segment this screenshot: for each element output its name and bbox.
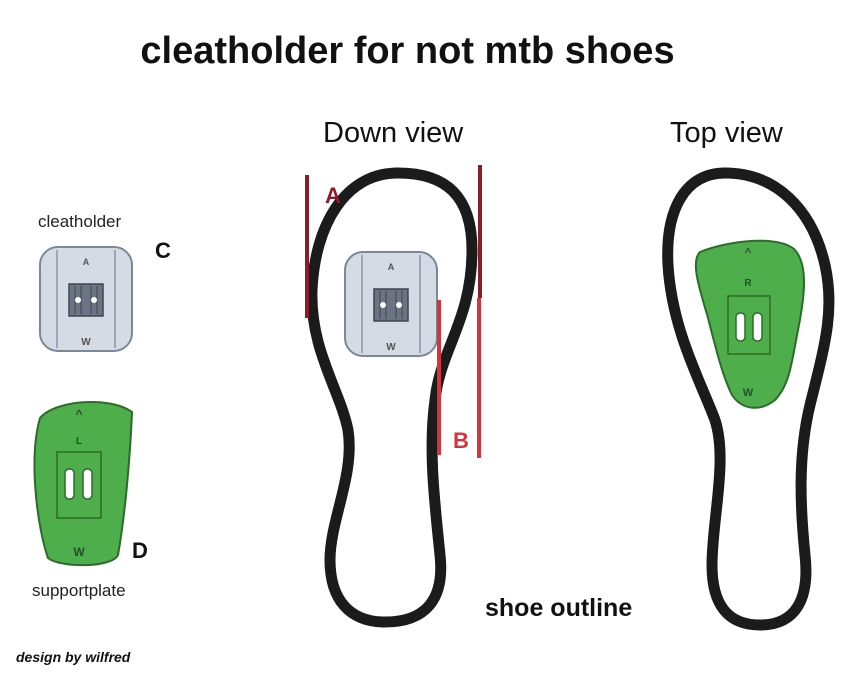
svg-text:W: W <box>73 545 85 559</box>
top-view-label: Top view <box>670 117 783 149</box>
cleatholder-part: A W <box>39 246 133 352</box>
svg-text:R: R <box>744 278 752 289</box>
diagram-title: cleatholder for not mtb shoes <box>140 30 675 72</box>
svg-text:L: L <box>76 436 82 447</box>
down-view-label: Down view <box>323 117 464 149</box>
down-view-cleatholder: A W <box>344 251 438 357</box>
svg-text:^: ^ <box>745 247 752 259</box>
supportplate-part: ^ L W <box>33 401 134 567</box>
svg-text:^: ^ <box>75 407 82 421</box>
svg-text:A: A <box>83 257 90 267</box>
down-view-shoe-outline <box>306 167 478 628</box>
dimension-label-b: B <box>453 428 469 453</box>
svg-text:W: W <box>743 387 754 399</box>
svg-text:W: W <box>81 337 91 348</box>
cleatholder-letter: C <box>155 238 171 263</box>
top-view-shoe-outline <box>662 167 835 631</box>
credit-text: design by wilfred <box>16 649 131 665</box>
cleatholder-label: cleatholder <box>38 212 122 231</box>
svg-text:W: W <box>386 342 396 353</box>
top-view-supportplate: ^ R W <box>694 239 805 409</box>
svg-text:A: A <box>388 262 395 272</box>
shoe-outline-label: shoe outline <box>485 594 633 622</box>
supportplate-label: supportplate <box>32 581 126 600</box>
dimension-label-a: A <box>325 183 341 208</box>
supportplate-letter: D <box>132 538 148 563</box>
